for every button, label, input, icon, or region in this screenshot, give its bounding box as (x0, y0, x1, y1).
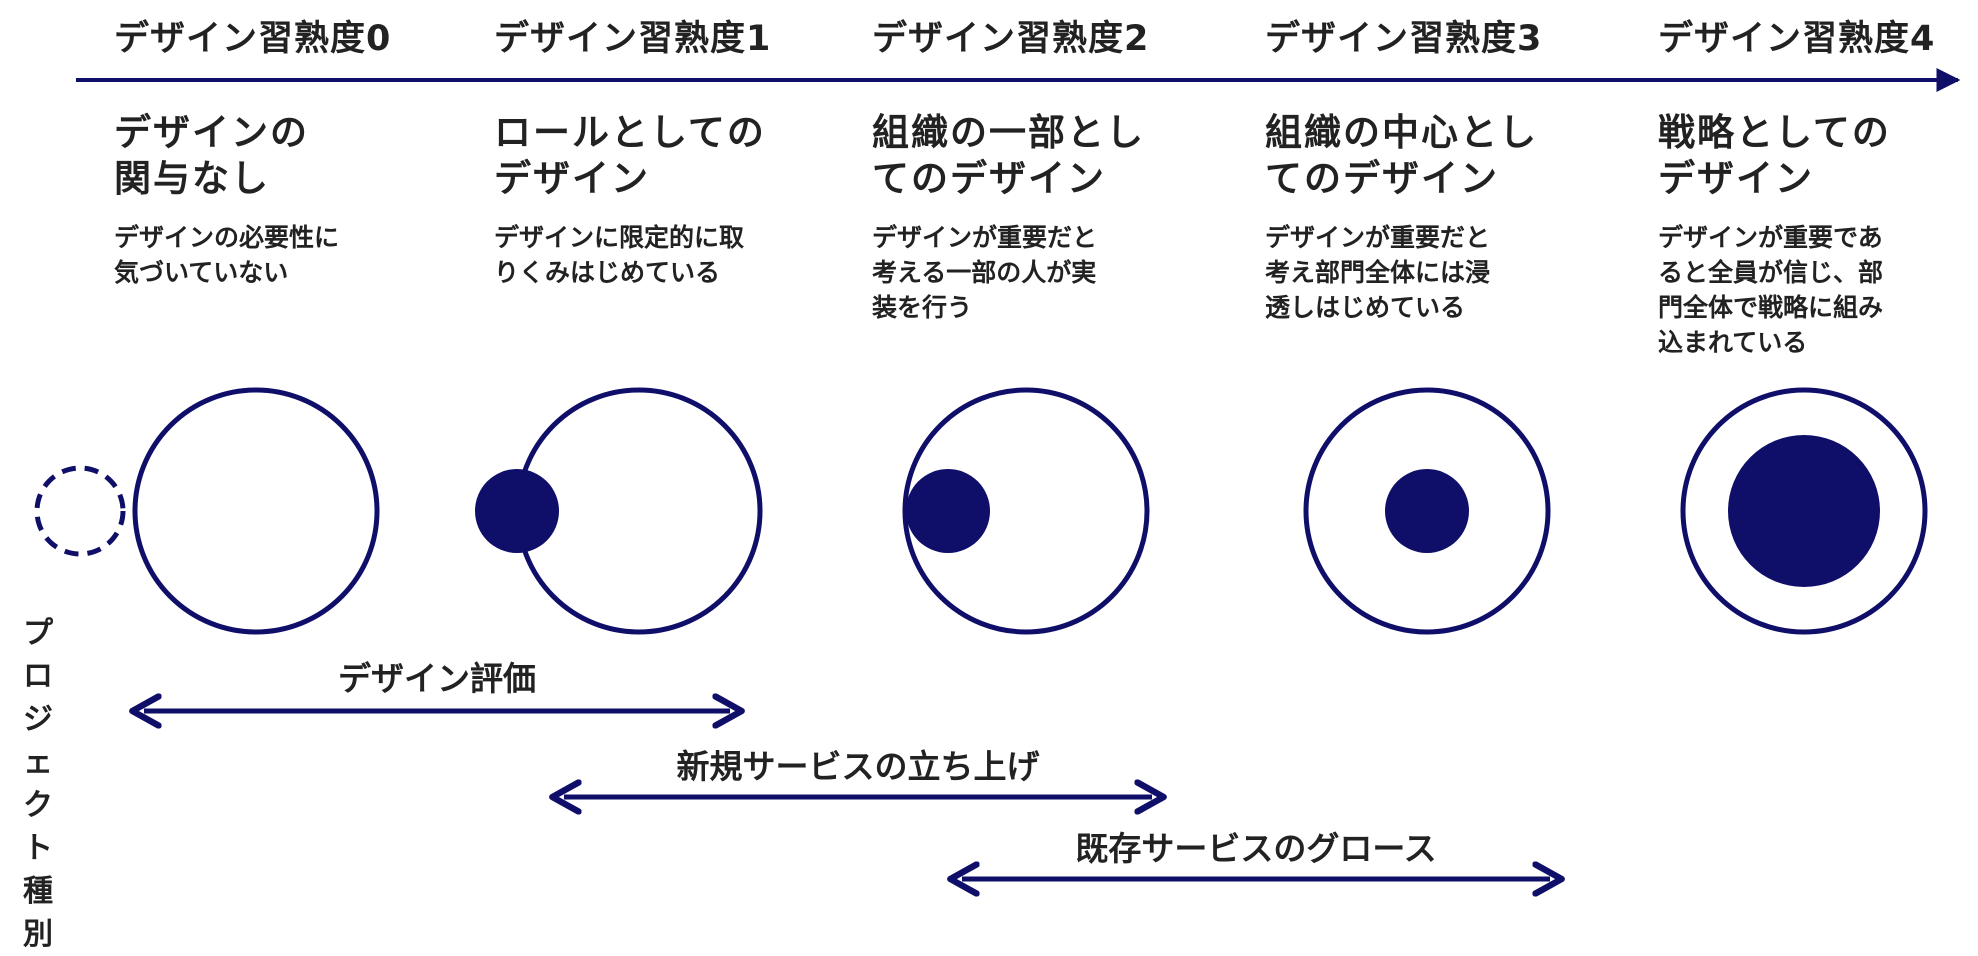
level-header-2: デザイン習熟度2 (872, 19, 1150, 59)
project-type-vertical-label: プロジェクト種別 (18, 612, 58, 956)
stage-description-2: デザインが重要だと 考える一部の人が実 装を行う (872, 223, 1098, 322)
vertical-label-char: ト (23, 831, 53, 866)
level-header-0: デザイン習熟度0 (114, 19, 392, 59)
vertical-label-char: 別 (23, 917, 53, 952)
stage-title-4: 戦略としての デザイン (1658, 111, 1891, 200)
stage-description-1: デザインに限定的に取 りくみはじめている (494, 223, 745, 287)
stage-description-3: デザインが重要だと 考え部門全体には浸 透しはじめている (1265, 223, 1491, 322)
project-label-new-service: 新規サービスの立ち上げ (676, 747, 1040, 786)
maturity-circle-0-dashed-inner (34, 465, 126, 557)
stage-description-0: デザインの必要性に 気づいていない (114, 223, 340, 287)
stage-title-3: 組織の中心とし てのデザイン (1265, 111, 1538, 200)
maturity-circle-2-inner (906, 469, 990, 553)
maturity-circle-1-inner (475, 469, 559, 553)
stage-description-4: デザインが重要であ ると全員が信じ、部 門全体で戦略に組み 込まれている (1658, 223, 1884, 357)
vertical-label-char: ジ (23, 702, 53, 737)
maturity-circle-4-inner (1728, 435, 1880, 587)
maturity-circle-4-outer (1680, 387, 1928, 635)
vertical-label-char: 種 (23, 874, 53, 909)
level-header-1: デザイン習熟度1 (494, 19, 772, 59)
maturity-circle-2-outer (902, 387, 1150, 635)
vertical-label-char: ロ (23, 659, 53, 694)
vertical-label-char: ク (23, 788, 53, 823)
maturity-circle-0-outer (132, 387, 380, 635)
maturity-circle-3-outer (1303, 387, 1551, 635)
level-header-3: デザイン習熟度3 (1265, 19, 1543, 59)
stage-title-0: デザインの 関与なし (114, 111, 309, 200)
vertical-label-char: ェ (23, 745, 53, 780)
maturity-circle-3-inner (1385, 469, 1469, 553)
stage-title-1: ロールとしての デザイン (494, 111, 766, 200)
vertical-label-char: プ (23, 616, 53, 651)
project-label-service-growth: 既存サービスのグロース (1075, 829, 1437, 868)
project-label-design-evaluation: デザイン評価 (338, 659, 536, 698)
stage-title-2: 組織の一部とし てのデザイン (872, 111, 1145, 200)
level-header-4: デザイン習熟度4 (1658, 19, 1936, 59)
